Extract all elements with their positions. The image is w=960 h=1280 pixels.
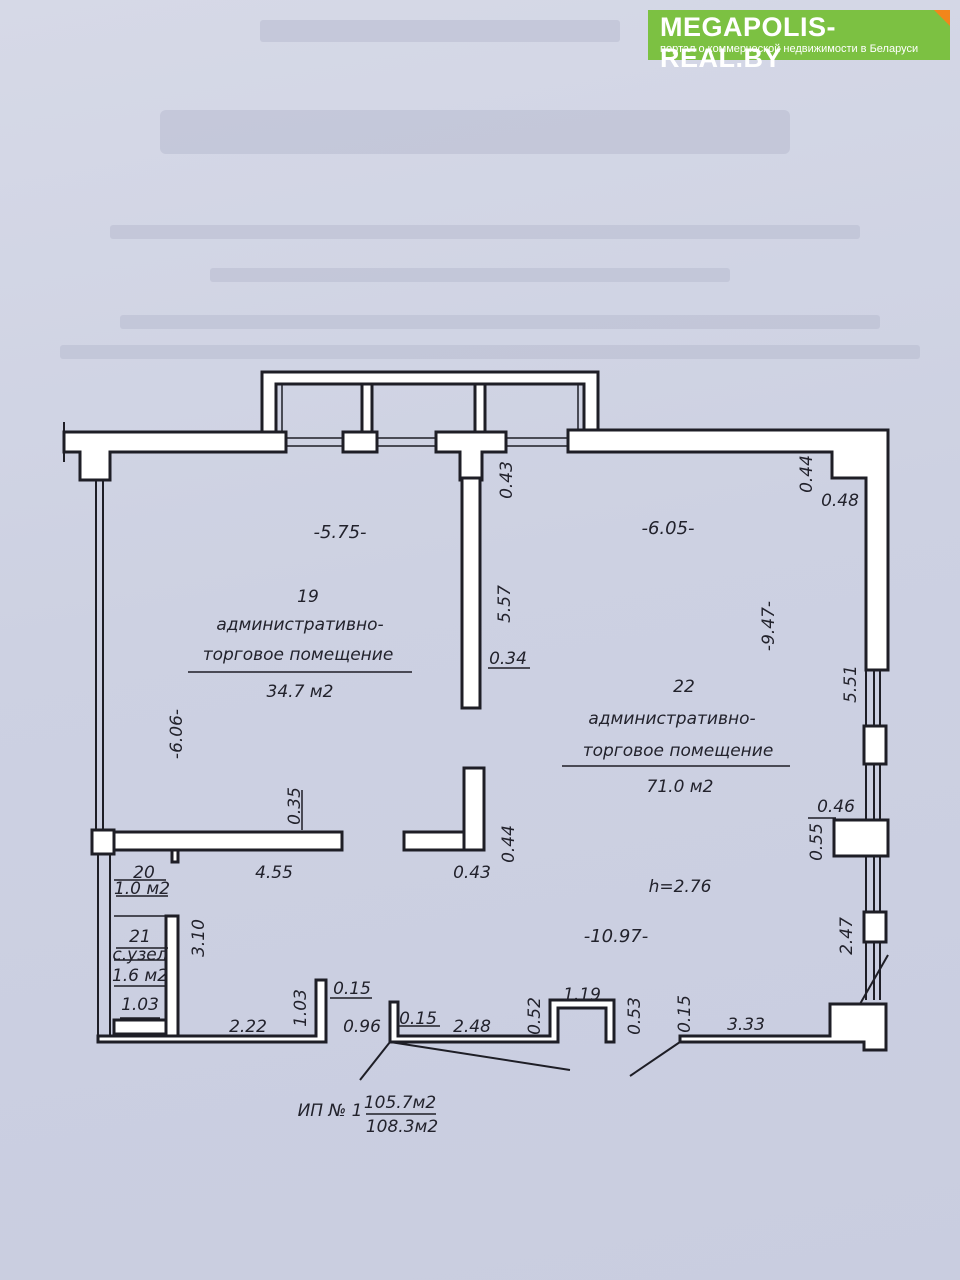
- dim-4-55: 4.55: [255, 863, 293, 883]
- summary-label: ИП № 1: [298, 1101, 363, 1121]
- dim-3-10: 3.10: [189, 919, 209, 957]
- ceiling-height: h=2.76: [649, 877, 712, 897]
- dim-0-53: 0.53: [625, 997, 645, 1035]
- room19-width: -5.75-: [313, 522, 366, 543]
- dim-0-44-mid: 0.44: [499, 825, 519, 863]
- dim-0-52: 0.52: [525, 997, 545, 1035]
- room20-number: 20: [133, 863, 155, 883]
- dim-3-33: 3.33: [727, 1015, 765, 1035]
- room19-name-line1: административно-: [216, 615, 383, 635]
- room19-number: 19: [297, 587, 319, 607]
- room22-name-line2: торговое помещение: [583, 741, 774, 761]
- room19-name-line2: торговое помещение: [203, 645, 394, 665]
- room19-height: -6.06-: [167, 709, 187, 759]
- room22-height: -9.47-: [759, 601, 779, 651]
- dimension-ticks: [114, 667, 836, 1027]
- summary-area-main: 105.7м2: [364, 1093, 436, 1113]
- watermark-title: MEGAPOLIS-REAL.BY: [660, 12, 837, 73]
- faded-header-text: [60, 20, 920, 359]
- dim-0-43-top: 0.43: [497, 461, 517, 499]
- dim-5-57: 5.57: [495, 585, 515, 623]
- dim-2-48: 2.48: [453, 1017, 491, 1037]
- room22-area: 71.0 м2: [647, 777, 714, 797]
- dim-0-34: 0.34: [489, 649, 527, 669]
- room19-area: 34.7 м2: [267, 682, 334, 702]
- room21-area: 1.6 м2: [112, 966, 168, 986]
- dim-0-43-mid: 0.43: [453, 863, 491, 883]
- top-wall: [62, 422, 890, 672]
- room22-width: -6.05-: [641, 518, 694, 539]
- room21-number: 21: [129, 927, 151, 947]
- room20-area: 1.0 м2: [114, 879, 170, 899]
- summary-area-total: 108.3м2: [366, 1117, 438, 1137]
- room22-name-line1: административно-: [588, 709, 755, 729]
- watermark-corner-icon: [934, 10, 950, 26]
- dim-0-44-top: 0.44: [797, 455, 817, 493]
- room21-name: с.узел: [112, 945, 167, 965]
- bottom-wall: [96, 954, 889, 1081]
- watermark-logo: MEGAPOLIS-REAL.BY портал о коммерческой …: [648, 10, 950, 73]
- dim-0-96: 0.96: [343, 1017, 381, 1037]
- left-wall: [90, 480, 116, 1036]
- dim-2-22: 2.22: [229, 1017, 267, 1037]
- right-wall: [832, 630, 890, 1000]
- bay-windows: [260, 370, 600, 434]
- dim-1-03: 1.03: [291, 989, 311, 1027]
- dim-0-46: 0.46: [817, 797, 855, 817]
- dim-5-51: 5.51: [841, 665, 861, 703]
- dim-0-15-c: 0.15: [675, 995, 695, 1033]
- room21-width: 1.03: [121, 995, 159, 1015]
- watermark-subtitle: портал о коммерческой недвижимости в Бел…: [660, 43, 919, 55]
- dim-0-15-a: 0.15: [333, 979, 371, 999]
- room22-length: -10.97-: [584, 926, 649, 947]
- dim-0-55: 0.55: [807, 823, 827, 861]
- room22-number: 22: [673, 677, 695, 697]
- dim-1-19: 1.19: [563, 985, 601, 1005]
- dim-0-35: 0.35: [285, 787, 305, 825]
- dim-2-47: 2.47: [837, 917, 857, 955]
- dim-0-48: 0.48: [821, 491, 859, 511]
- dim-0-15-b: 0.15: [399, 1009, 437, 1029]
